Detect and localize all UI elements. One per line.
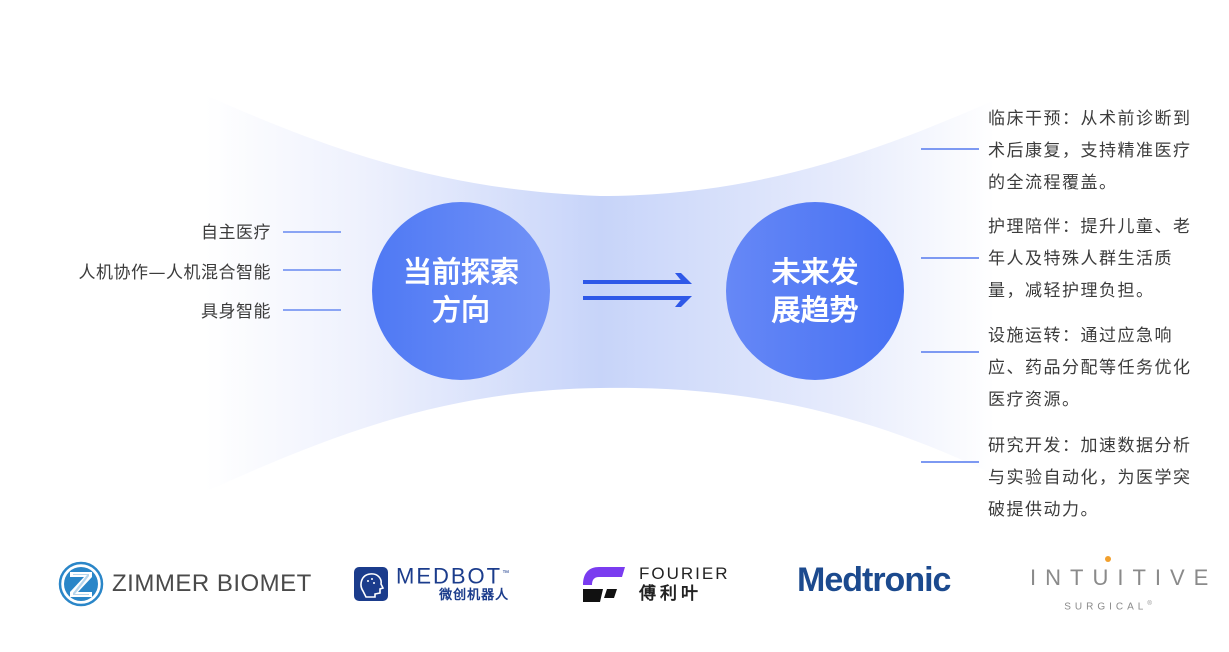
zimmer-name: ZIMMER BIOMET: [112, 570, 312, 597]
logo-zimmer-biomet: ZIMMER BIOMET: [58, 561, 312, 607]
left-item-embodied-ai: 具身智能: [201, 302, 271, 322]
right-item-nursing-companion: 护理陪伴：提升儿童、老 年人及特殊人群生活质 量，减轻护理负担。: [988, 211, 1208, 307]
connector-line: [921, 351, 979, 353]
logo-medtronic: Medtronic: [797, 561, 951, 599]
intuitive-sub: SURGICAL: [1064, 601, 1148, 613]
medbot-name: MEDBOT: [396, 563, 503, 589]
connector-line: [283, 231, 341, 233]
double-arrow-right-icon: [583, 273, 692, 307]
circle-title-line: 未来发: [771, 255, 859, 289]
medbot-head-icon: [354, 567, 388, 602]
connector-line: [283, 309, 341, 311]
left-item-human-robot-collab: 人机协作—人机混合智能: [78, 263, 271, 283]
text-line: 术后康复，支持精准医疗: [988, 141, 1192, 161]
connector-line: [921, 257, 979, 259]
right-item-facility-operations: 设施运转：通过应急响 应、药品分配等任务优化 医疗资源。: [988, 320, 1208, 416]
text-line: 量，减轻护理负担。: [988, 281, 1155, 301]
text-line: 与实验自动化，为医学突: [988, 468, 1192, 488]
text-line: 年人及特殊人群生活质: [988, 249, 1173, 269]
future-trends-circle: 未来发 展趋势: [726, 202, 904, 380]
connector-line: [921, 461, 979, 463]
circle-title-line: 展趋势: [771, 293, 859, 327]
logo-fourier: FOURIER 傅利叶: [581, 565, 730, 605]
zimmer-z-icon: [58, 561, 104, 607]
right-item-research-development: 研究开发：加速数据分析 与实验自动化，为医学突 破提供动力。: [988, 430, 1208, 526]
left-item-autonomous-medical: 自主医疗: [201, 223, 271, 243]
fourier-f-icon: [583, 567, 625, 602]
text-line: 研究开发：加速数据分析: [988, 436, 1192, 456]
text-line: 的全流程覆盖。: [988, 173, 1118, 193]
intuitive-dot-icon: [1105, 556, 1111, 562]
circle-title-line: 当前探索: [402, 255, 519, 289]
current-exploration-circle: 当前探索 方向: [372, 202, 550, 380]
text-line: 护理陪伴：提升儿童、老: [988, 217, 1192, 237]
right-item-clinical-intervention: 临床干预：从术前诊断到 术后康复，支持精准医疗 的全流程覆盖。: [988, 103, 1208, 199]
trademark-symbol: ™: [502, 570, 510, 577]
circle-title-line: 方向: [431, 293, 490, 327]
text-line: 破提供动力。: [988, 500, 1099, 520]
registered-symbol: ®: [1147, 601, 1152, 607]
fourier-cn-name: 傅利叶: [639, 584, 702, 604]
fourier-name: FOURIER: [639, 564, 730, 583]
intuitive-name: INTUITIVE: [1030, 565, 1218, 590]
logo-intuitive-surgical: INTUITIVE SURGICAL®: [1030, 556, 1218, 614]
text-line: 设施运转：通过应急响: [988, 326, 1173, 346]
connector-line: [283, 269, 341, 271]
medbot-cn-name: 微创机器人: [439, 588, 510, 604]
connector-line: [921, 148, 979, 150]
text-line: 医疗资源。: [988, 390, 1081, 410]
text-line: 临床干预：从术前诊断到: [988, 109, 1192, 129]
text-line: 应、药品分配等任务优化: [988, 358, 1192, 378]
logo-medbot: MEDBOT™ 微创机器人: [354, 563, 509, 605]
